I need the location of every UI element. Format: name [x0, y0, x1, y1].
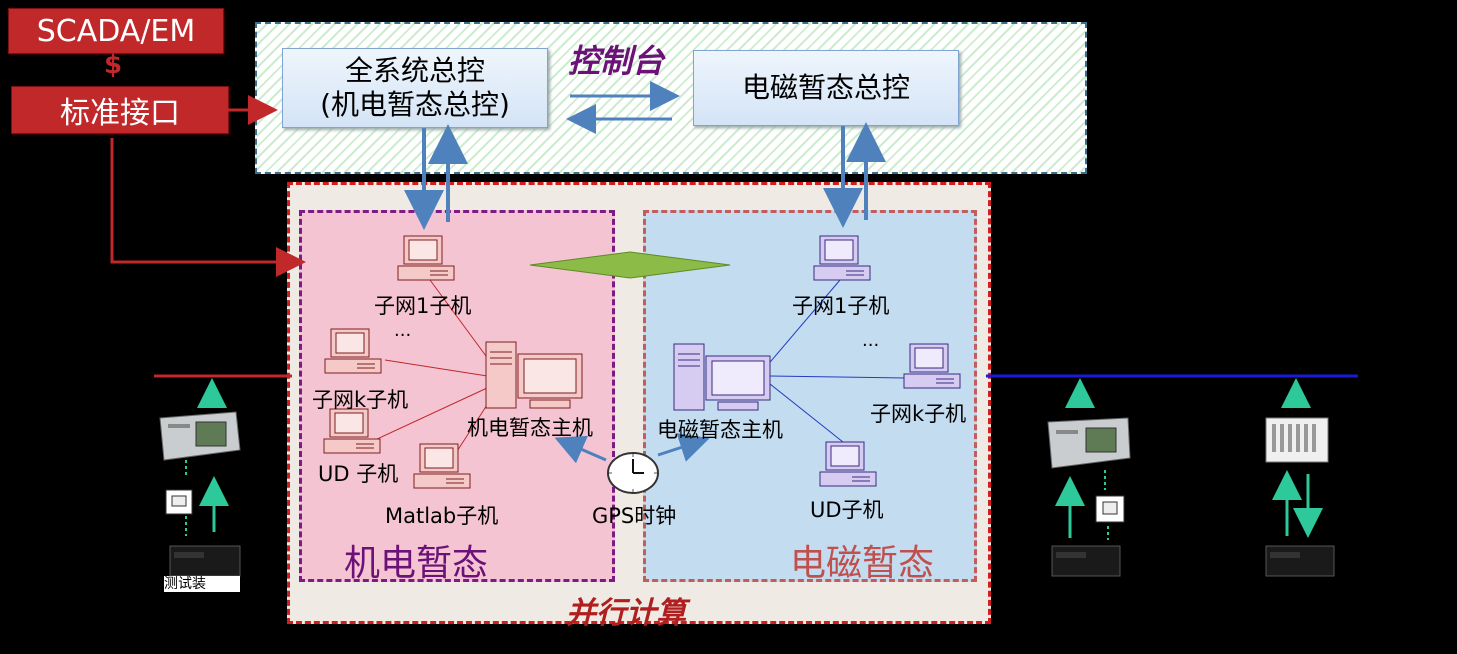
gps-to-emt-arrow [657, 433, 710, 462]
gps-to-em-arrow [554, 435, 607, 464]
left-test-device-label: 测试装 [164, 576, 240, 592]
em-host-computer-icon [485, 341, 583, 409]
emt-sub1-label: 子网1子机 [792, 294, 890, 318]
emt-master-control-box: 电磁暂态总控 [693, 50, 959, 126]
gps-label: GPS时钟 [592, 504, 677, 528]
standard-interface-label: 标准接口 [60, 96, 180, 131]
em-matlab-label: Matlab子机 [385, 504, 499, 528]
right-relay-device-icon [1047, 417, 1131, 469]
right-test-box2-icon [1265, 545, 1335, 577]
system-master-control-box: 全系统总控 (机电暂态总控) [282, 48, 548, 128]
em-sub1-computer-icon [397, 235, 455, 281]
left-relay-device-icon [159, 411, 241, 461]
emt-host-computer-icon [673, 343, 771, 411]
red-connectors [110, 95, 306, 277]
em-subk-computer-icon [324, 328, 382, 374]
emt-ud-computer-icon [819, 441, 877, 487]
left-interface-module-icon [165, 489, 193, 515]
em-ud-label: UD 子机 [318, 462, 399, 486]
right-io-panel-icon [1265, 417, 1329, 463]
right-device2-arrows [1272, 378, 1323, 538]
console-title: 控制台 [568, 42, 665, 80]
scada-label: SCADA/EM [36, 13, 196, 49]
em-matlab-computer-icon [413, 443, 471, 489]
network-plane [529, 251, 731, 279]
em-host-label: 机电暂态主机 [467, 416, 593, 440]
emt-master-control-label: 电磁暂态总控 [741, 71, 910, 104]
em-ellipsis: ... [394, 320, 412, 341]
em-ud-computer-icon [323, 408, 381, 454]
emt-star-lines [759, 279, 906, 447]
emt-ellipsis: ... [862, 330, 880, 351]
system-master-control-line1: 全系统总控 [344, 54, 485, 87]
right-device1-arrows [1055, 378, 1109, 540]
scada-separator: $ [104, 50, 123, 80]
em-sub1-label: 子网1子机 [374, 294, 472, 318]
electromechanical-title: 机电暂态 [344, 543, 489, 584]
left-device-arrows [185, 378, 229, 536]
right-interface-module-icon [1095, 495, 1125, 523]
em-subk-label: 子网k子机 [312, 388, 409, 412]
emt-ud-label: UD子机 [810, 498, 884, 522]
emt-host-label: 电磁暂态主机 [657, 418, 783, 442]
scada-box: SCADA/EM [8, 8, 224, 54]
system-master-control-line2: (机电暂态总控) [320, 88, 510, 121]
right-test-box1-icon [1051, 545, 1121, 577]
left-test-box-icon [169, 545, 241, 577]
parallel-computing-title: 并行计算 [566, 596, 686, 631]
electromagnetic-title: 电磁暂态 [790, 543, 935, 584]
emt-subk-computer-icon [903, 343, 961, 389]
gps-clock-icon [607, 452, 659, 494]
emt-subk-label: 子网k子机 [870, 402, 967, 426]
emt-sub1-computer-icon [813, 235, 871, 281]
